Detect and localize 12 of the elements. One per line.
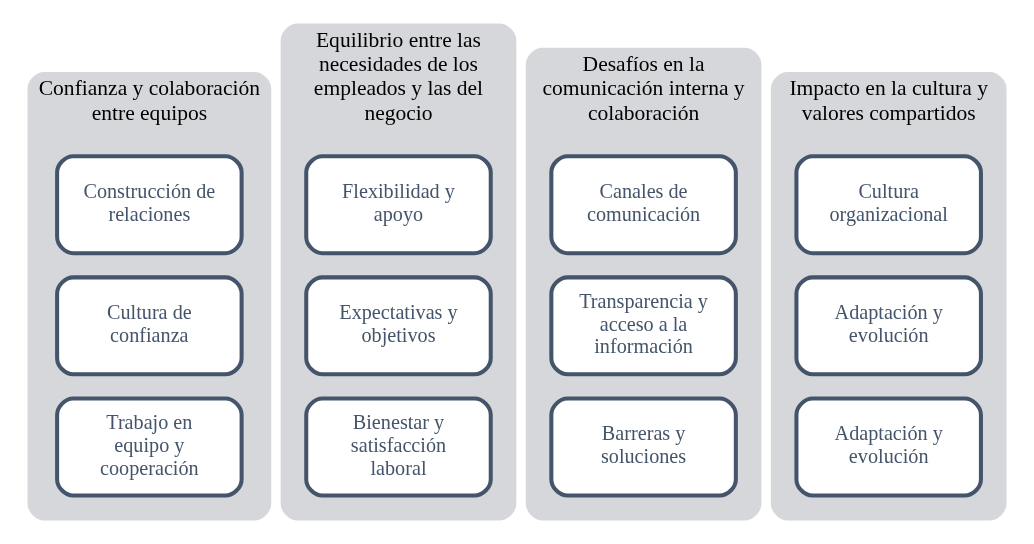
node-box: Cultura organizacional [794,154,983,256]
node-box: Adaptación y evolución [794,275,983,377]
node-box: Expectativas y objetivos [304,275,493,377]
node-box: Cultura de confianza [55,275,244,377]
node-box: Trabajo en equipo y cooperación [55,396,244,498]
node-box: Adaptación y evolución [794,396,983,498]
node-box: Canales de comunicación [549,154,738,256]
node-box: Bienestar y satisfacción laboral [304,396,493,498]
node-box: Barreras y soluciones [549,396,738,498]
node-box: Construcción de relaciones [55,154,244,256]
node-box: Flexibilidad y apoyo [304,154,493,256]
node-box: Transparencia y acceso a la información [549,275,738,377]
